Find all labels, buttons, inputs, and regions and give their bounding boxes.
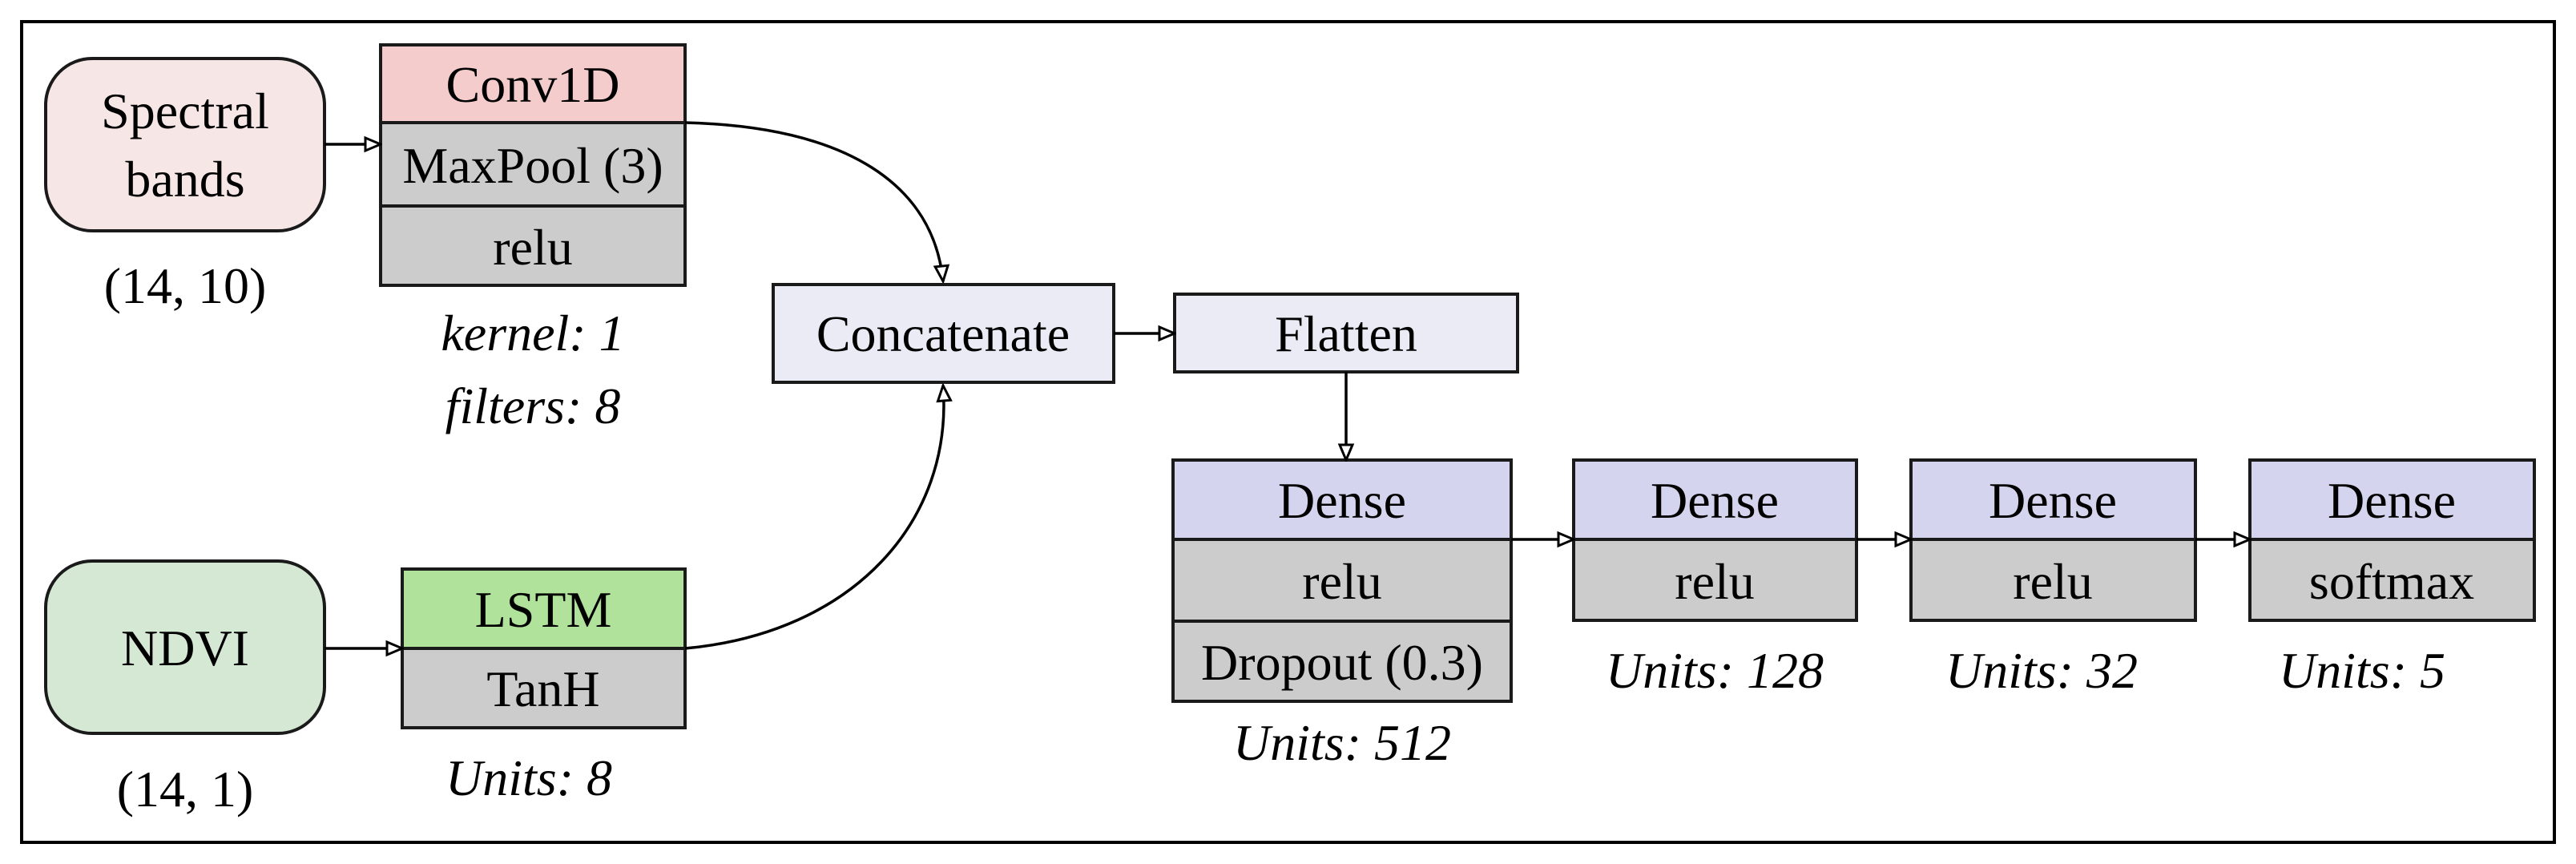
input-spectral-label-line1: Spectral (101, 83, 269, 139)
concatenate-node: Concatenate (772, 283, 1115, 384)
lstm-units-caption: Units: 8 (445, 749, 612, 806)
input-spectral-shape: (14, 10) (104, 257, 267, 314)
tanh-layer-box (401, 647, 687, 729)
lstm-block: LSTM TanH (401, 567, 687, 729)
dense-512-units-caption: Units: 512 (1233, 714, 1451, 771)
dropout-layer-box (1171, 620, 1513, 703)
dense-128-layer-box (1572, 458, 1858, 541)
dense-32-layer-box (1909, 458, 2197, 541)
input-ndvi-node: NDVI (44, 559, 326, 735)
dense-32-relu-label: relu (2013, 553, 2093, 610)
conv1d-block: Conv1D MaxPool (3) relu (379, 43, 687, 287)
conv1d-layer-label: Conv1D (446, 56, 620, 113)
edge-conv-to-concatenate (684, 121, 943, 281)
dense-5-layer-label: Dense (2328, 472, 2456, 529)
lstm-layer-label: LSTM (475, 581, 612, 638)
maxpool-layer-label: MaxPool (3) (402, 137, 663, 194)
dense-512-relu-label: relu (1302, 553, 1382, 610)
flatten-label: Flatten (1275, 305, 1417, 362)
concatenate-label: Concatenate (816, 305, 1070, 362)
input-spectral-bands-node: Spectral bands (44, 57, 326, 232)
conv1d-layer-box (379, 43, 687, 124)
input-spectral-label-line2: bands (125, 151, 244, 208)
input-ndvi-label: NDVI (121, 620, 249, 676)
dense-128-relu-label: relu (1675, 553, 1755, 610)
dense-5-units-caption: Units: 5 (2279, 642, 2445, 699)
dense-block-128: Dense relu (1572, 458, 1858, 622)
conv-filters-caption: filters: 8 (445, 377, 621, 434)
dense-32-layer-label: Dense (1989, 472, 2117, 529)
dense-128-units-caption: Units: 128 (1606, 642, 1824, 699)
diagram-frame (20, 20, 2556, 844)
flatten-node: Flatten (1173, 293, 1519, 373)
dense-block-512: Dense relu Dropout (0.3) (1171, 458, 1513, 703)
edge-lstm-to-concatenate (684, 386, 944, 650)
dropout-layer-label: Dropout (0.3) (1201, 634, 1483, 691)
dense-512-relu-box (1171, 538, 1513, 623)
dense-5-layer-box (2248, 458, 2536, 541)
dense-32-relu-box (1909, 538, 2197, 622)
dense-32-units-caption: Units: 32 (1945, 642, 2138, 699)
conv-kernel-caption: kernel: 1 (441, 305, 624, 361)
input-ndvi-shape: (14, 1) (117, 761, 254, 818)
dense-128-relu-box (1572, 538, 1858, 622)
dense-block-5: Dense softmax (2248, 458, 2536, 622)
dense-512-layer-box (1171, 458, 1513, 541)
conv-relu-layer-box (379, 204, 687, 287)
conv-relu-layer-label: relu (493, 219, 573, 276)
softmax-layer-box (2248, 538, 2536, 622)
dense-block-32: Dense relu (1909, 458, 2197, 622)
softmax-layer-label: softmax (2309, 553, 2474, 610)
dense-512-layer-label: Dense (1278, 472, 1406, 529)
dense-128-layer-label: Dense (1651, 472, 1779, 529)
tanh-layer-label: TanH (486, 660, 599, 717)
